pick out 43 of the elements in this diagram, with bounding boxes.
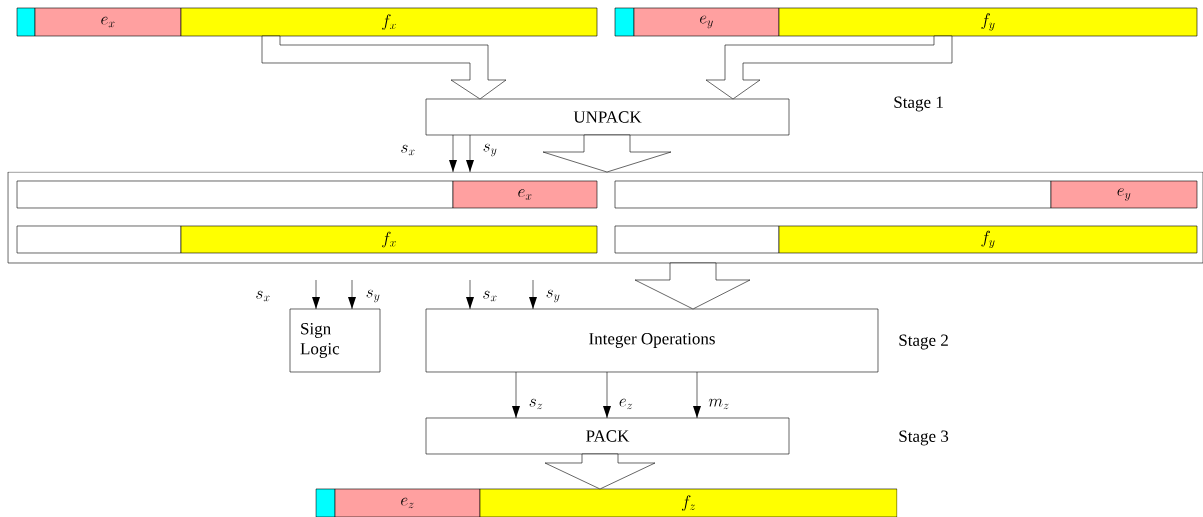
sign-bit-field [315,488,336,517]
edge-label: $s_y$ [366,289,380,303]
process-box: UNPACK [425,98,790,136]
block-arrow [705,35,953,100]
process-box: Integer Operations [425,308,879,373]
block-arrow [634,262,751,310]
fraction-field: $f_y$ [778,7,1198,37]
edge-label: $s_y$ [546,289,560,303]
fraction-field: $f_y$ [778,225,1198,254]
sign-bit-field [16,7,36,37]
edge-label: $s_x$ [483,290,497,302]
stage-label: Stage 3 [899,430,949,446]
arrow [603,371,611,419]
stage-label: Stage 1 [894,96,943,112]
block-arrow [261,35,507,100]
edge-label: $s_x$ [401,144,415,156]
arrow [312,279,320,310]
exponent-field: $e_y$ [633,7,780,37]
exponent-field: $e_y$ [1050,180,1198,209]
sign-bit-field [614,7,635,37]
exponent-field: $e_z$ [334,488,481,517]
arrow [529,279,537,310]
edge-label: $s_x$ [256,290,270,302]
process-box: PACK [425,417,790,455]
arrow [466,134,474,173]
block-arrow [542,134,672,173]
edge-label: $s_z$ [529,398,543,410]
exponent-field: $e_x$ [34,7,182,37]
fraction-field: $f_z$ [479,488,898,517]
process-box: Sign Logic [289,308,381,373]
arrow [512,371,520,419]
arrow [693,371,701,419]
arrow [449,134,457,173]
edge-label: $s_y$ [483,143,497,157]
arrow [466,279,474,310]
fraction-field: $f_x$ [180,7,598,37]
edge-label: $e_z$ [619,398,633,410]
block-arrow [544,453,656,490]
edge-label: $m_z$ [708,398,729,410]
fraction-field: $f_x$ [180,225,598,254]
arrow [348,279,356,310]
stage-label: Stage 2 [899,334,948,350]
exponent-field: $e_x$ [452,180,598,209]
